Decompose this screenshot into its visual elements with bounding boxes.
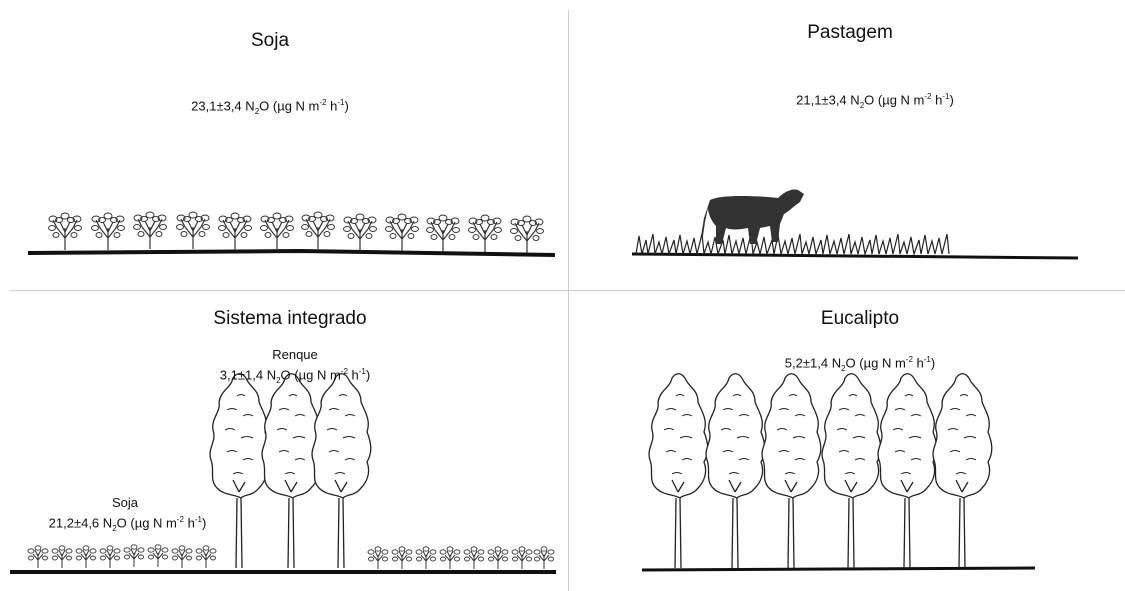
panel-title-sistema-integrado: Sistema integrado xyxy=(213,308,367,329)
grass-icon xyxy=(635,233,950,257)
integrado-soja-label: Soja xyxy=(111,495,139,510)
panel-title-soja: Soja xyxy=(250,30,290,51)
eucalipto-flux-label: 5,2±1,4 N2O (µg N m-2 h-1) xyxy=(784,355,936,373)
renque-label: Renque xyxy=(272,347,318,362)
soja-flux-label: 23,1±3,4 N2O (µg N m-2 h-1) xyxy=(191,98,349,116)
eucalyptus-tree-icon xyxy=(648,373,993,569)
cow-icon xyxy=(701,189,804,244)
integrado-soy-left xyxy=(27,544,217,569)
panel-title-eucalipto: Eucalipto xyxy=(820,308,900,329)
vertical-divider xyxy=(568,10,569,591)
horizontal-divider xyxy=(10,290,1125,291)
integrado-soy-right xyxy=(367,546,555,570)
eucalipto-ground xyxy=(641,566,1036,572)
soja-ground xyxy=(27,248,556,257)
soja-plants xyxy=(47,211,545,254)
renque-flux-label: 3,1±1,4 N2O (µg N m-2 h-1) xyxy=(219,367,371,385)
pastagem-ground xyxy=(631,252,1079,260)
panel-title-pastagem: Pastagem xyxy=(807,22,893,43)
integrado-trees xyxy=(209,373,372,569)
pastagem-flux-label: 21,1±3,4 N2O (µg N m-2 h-1) xyxy=(796,92,954,110)
integrado-soja-flux-label: 21,2±4,6 N2O (µg N m-2 h-1) xyxy=(48,515,207,533)
